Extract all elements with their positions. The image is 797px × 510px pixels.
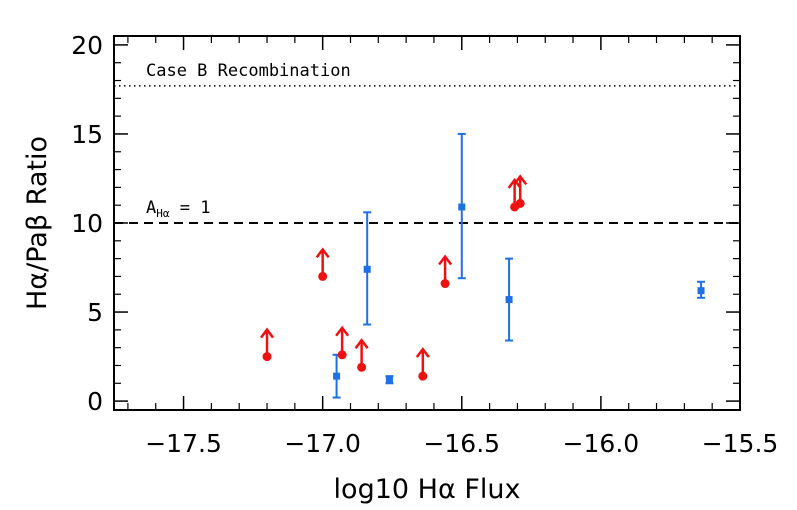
data-point-circle [337,350,347,360]
y-tick-label: 10 [71,209,103,238]
y-tick-label: 20 [71,31,103,60]
x-tick-label: −15.5 [702,429,779,458]
y-tick-label: 15 [71,120,103,149]
y-axis-title: Hα/Paβ Ratio [22,136,53,310]
data-marks [260,132,706,399]
y-tick-label: 5 [87,298,103,327]
data-point-circle [515,198,525,208]
data-point-circle [262,352,272,362]
data-point-square [385,376,393,384]
data-point-circle [418,371,428,381]
lower-limit-arrow-head [438,254,453,266]
data-point-circle [318,271,328,281]
data-point-square [505,296,513,304]
x-tick-label: −17.0 [284,429,361,458]
lower-limit-arrow-head [315,247,330,259]
data-point-square [458,203,466,211]
data-point-circle [357,362,367,372]
lower-limit-arrow-head [513,174,528,186]
lower-limit-arrow-head [415,347,430,358]
case-b-label: Case B Recombination [146,61,351,81]
y-tick-label: 0 [87,387,103,416]
data-point-square [363,265,371,273]
data-point-circle [440,279,450,289]
data-point-square [333,372,341,380]
lower-limit-arrow-head [354,338,369,350]
axis-tick-labels: −17.5 −17.0 −16.5 −16.0 −15.5 0 5 10 15 20 [71,31,778,458]
lower-limit-arrow-head [260,327,275,339]
data-point-square [697,287,705,295]
x-axis-title: log10 Hα Flux [334,474,521,505]
x-tick-label: −17.5 [145,429,222,458]
lower-limit-arrow-head [507,177,522,189]
x-tick-label: −16.5 [423,429,500,458]
a-halpha-label: AHα = 1 [146,198,210,220]
lower-limit-arrow-head [335,325,350,337]
axis-ticks [114,36,741,410]
x-tick-label: −16.0 [563,429,640,458]
